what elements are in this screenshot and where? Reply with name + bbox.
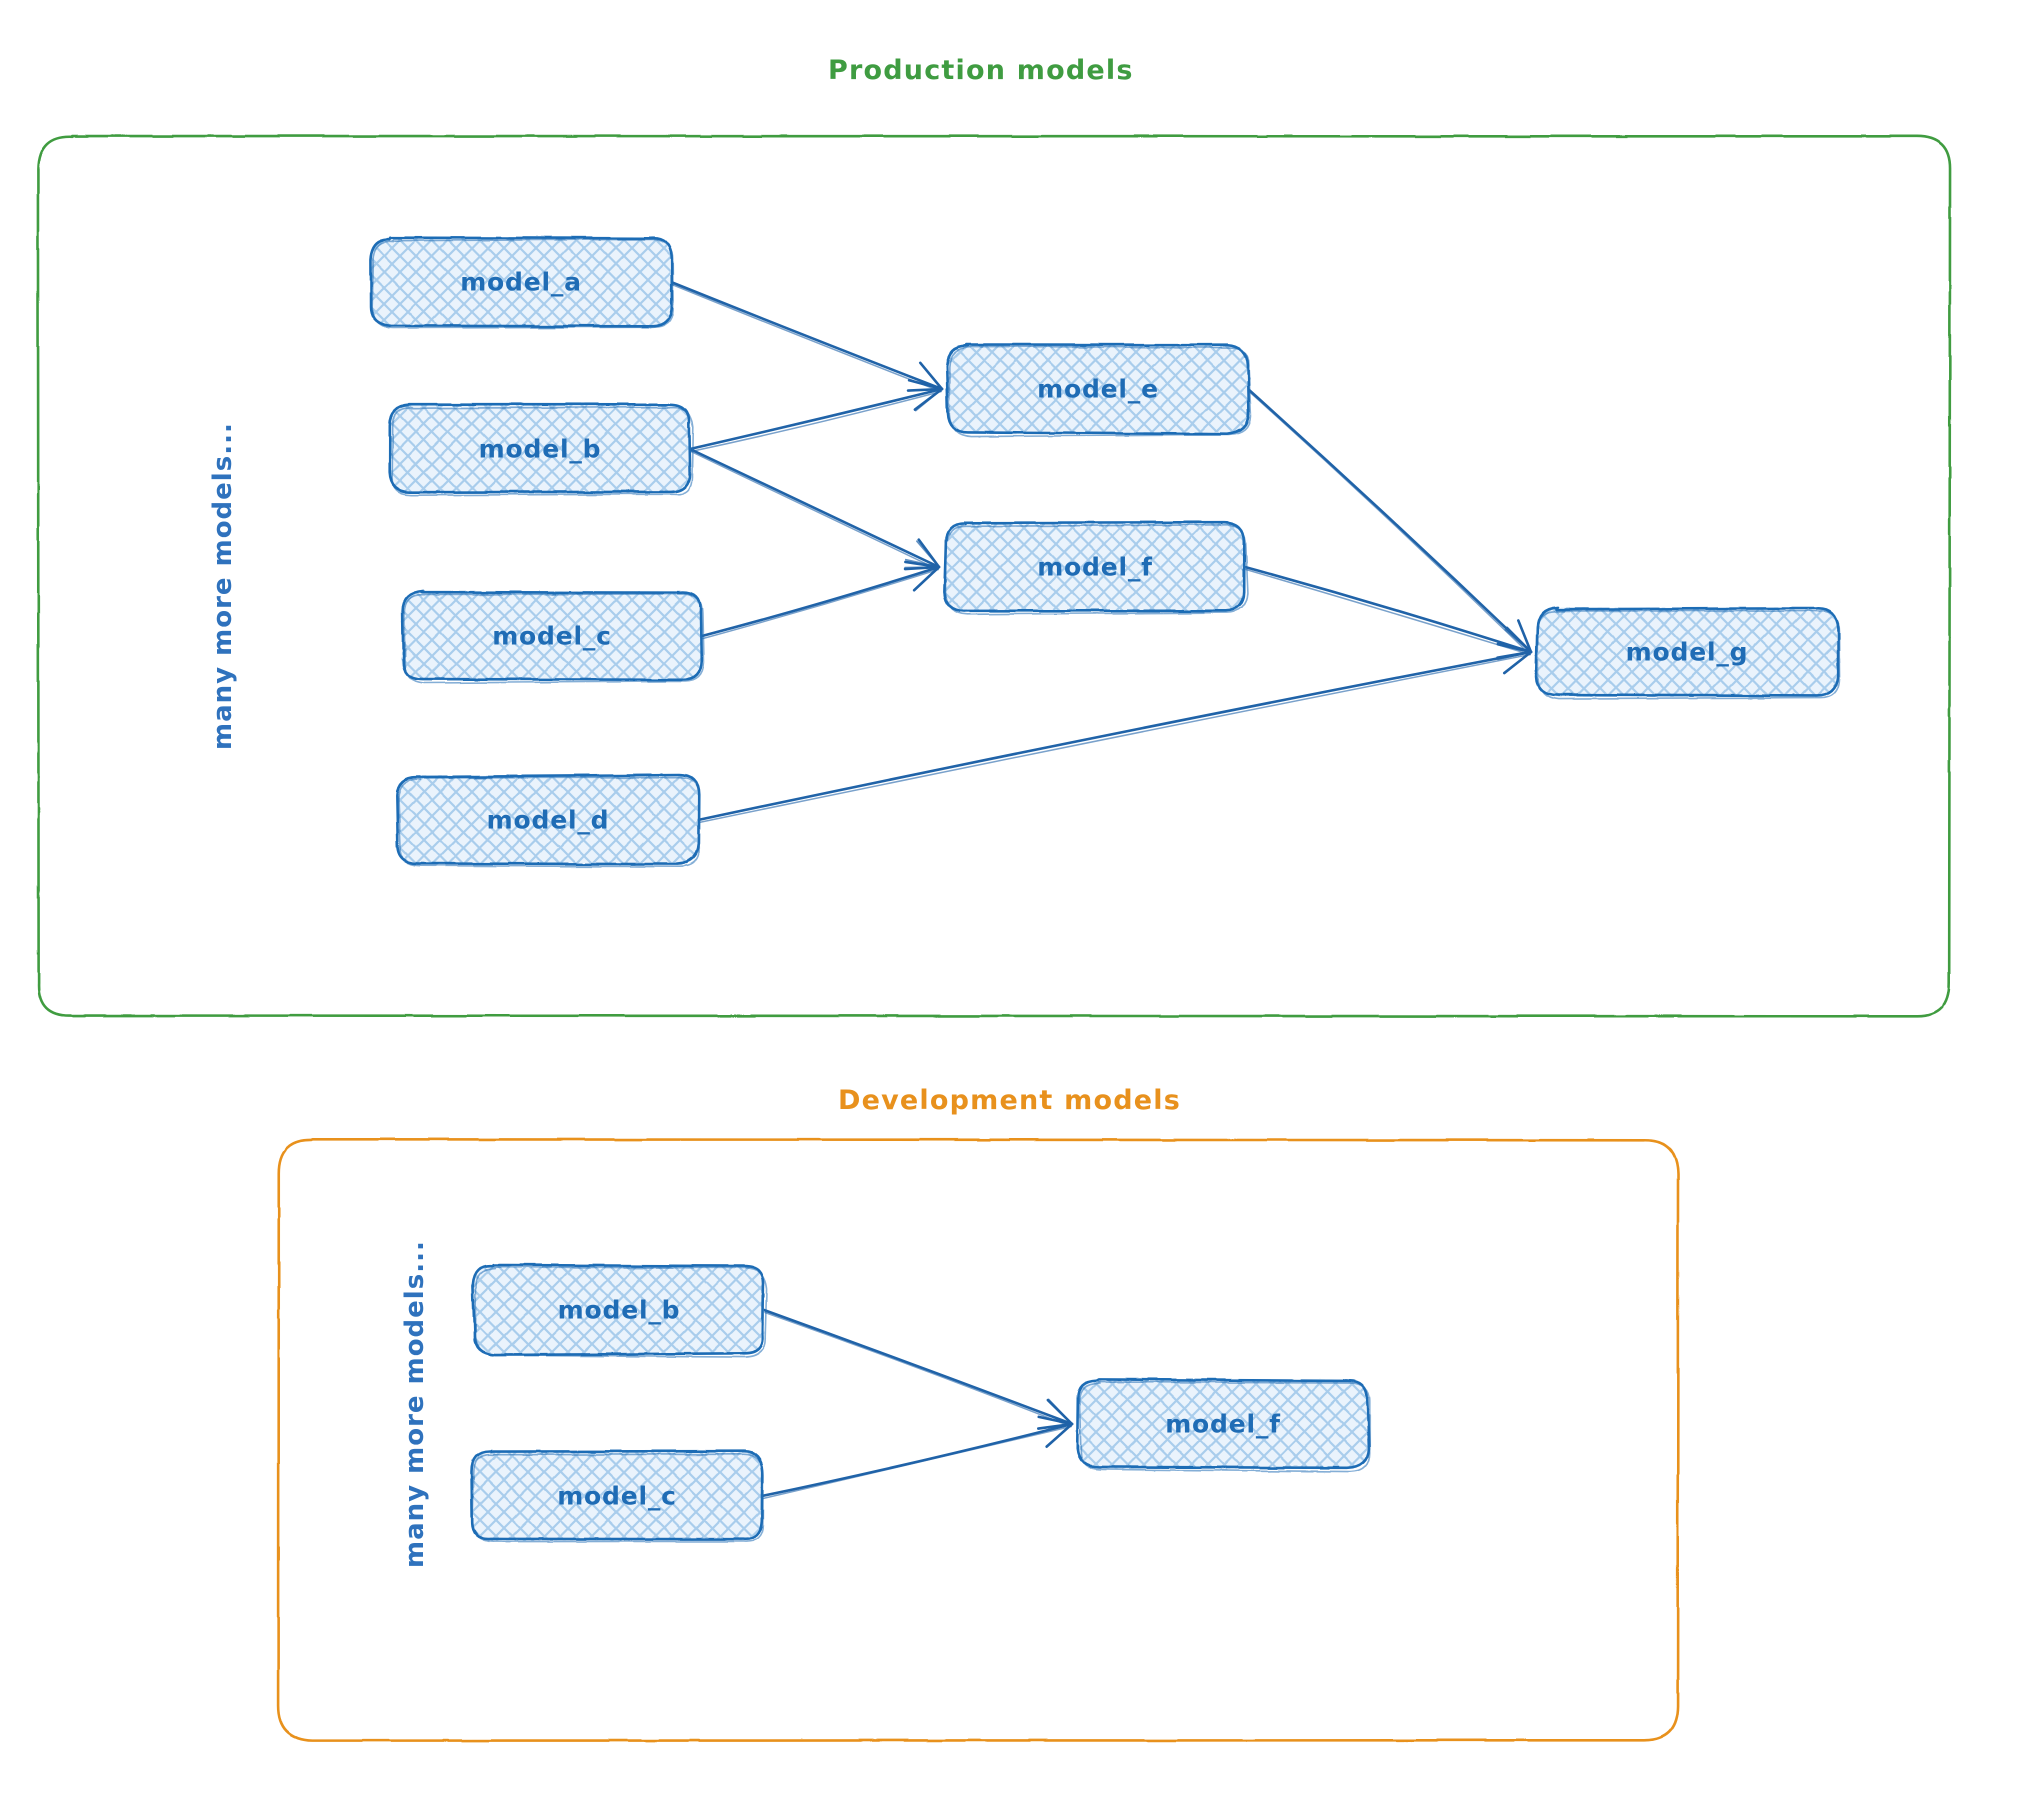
edge-model_a-to-model_e: [669, 280, 944, 393]
edge-model_b-to-model_f: [688, 447, 941, 571]
node-model_g[interactable]: [1534, 605, 1841, 700]
node-hit-model_c[interactable]: [402, 592, 702, 680]
node-hit-model_b[interactable]: [390, 405, 690, 493]
node-model_f[interactable]: [943, 520, 1249, 616]
node-hit-model_f[interactable]: [1078, 1380, 1368, 1468]
node-model_a[interactable]: [369, 236, 674, 329]
node-model_f[interactable]: [1075, 1378, 1371, 1473]
development-group-frame: [277, 1138, 1680, 1742]
edge-model_c-to-model_f: [760, 1415, 1074, 1500]
node-hit-model_c[interactable]: [472, 1452, 762, 1540]
node-hit-model_g[interactable]: [1537, 608, 1837, 696]
node-model_e[interactable]: [945, 343, 1252, 438]
node-model_c[interactable]: [470, 1449, 765, 1543]
edge-model_b-to-model_f: [762, 1308, 1074, 1430]
edge-model_c-to-model_f: [700, 558, 941, 640]
node-model_b[interactable]: [388, 402, 694, 496]
edge-model_e-to-model_g: [1246, 387, 1533, 656]
production-group-frame: [36, 134, 1952, 1018]
node-hit-model_b[interactable]: [474, 1266, 764, 1354]
node-model_c[interactable]: [401, 589, 705, 684]
node-hit-model_e[interactable]: [948, 345, 1248, 433]
edge-model_d-to-model_g: [696, 640, 1533, 824]
node-model_b[interactable]: [471, 1263, 768, 1358]
node-model_d[interactable]: [395, 773, 701, 868]
edge-model_b-to-model_e: [688, 378, 944, 453]
node-hit-model_a[interactable]: [371, 238, 671, 326]
node-hit-model_f[interactable]: [945, 523, 1245, 611]
node-hit-model_d[interactable]: [398, 776, 698, 864]
